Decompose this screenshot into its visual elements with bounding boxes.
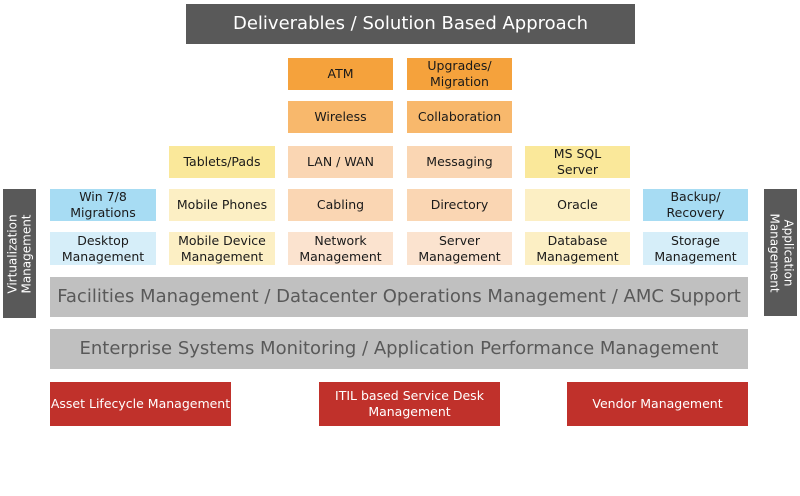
tablets-pads-box: Tablets/Pads <box>169 146 275 178</box>
wireless-box: Wireless <box>288 101 393 133</box>
lan-wan-box: LAN / WAN <box>288 146 393 178</box>
vendor-management-box: Vendor Management <box>567 382 748 426</box>
ms-sql-server-box: MS SQL Server <box>525 146 630 178</box>
upgrades-migration-box: Upgrades/ Migration <box>407 58 512 90</box>
facilities-management-bar: Facilities Management / Datacenter Opera… <box>50 277 748 317</box>
backup-recovery-box: Backup/ Recovery <box>643 189 748 221</box>
desktop-management-box: Desktop Management <box>50 232 156 265</box>
enterprise-monitoring-bar: Enterprise Systems Monitoring / Applicat… <box>50 329 748 369</box>
virtualization-management-label: Virtualization Management <box>3 189 36 318</box>
win-migrations-box: Win 7/8 Migrations <box>50 189 156 221</box>
network-management-box: Network Management <box>288 232 393 265</box>
diagram-title: Deliverables / Solution Based Approach <box>186 4 635 44</box>
collaboration-box: Collaboration <box>407 101 512 133</box>
directory-box: Directory <box>407 189 512 221</box>
database-management-box: Database Management <box>525 232 630 265</box>
cabling-box: Cabling <box>288 189 393 221</box>
atm-box: ATM <box>288 58 393 90</box>
itil-service-desk-box: ITIL based Service Desk Management <box>319 382 500 426</box>
mobile-device-management-box: Mobile Device Management <box>169 232 275 265</box>
application-management-label: Application Management <box>764 189 797 316</box>
server-management-box: Server Management <box>407 232 512 265</box>
storage-management-box: Storage Management <box>643 232 748 265</box>
messaging-box: Messaging <box>407 146 512 178</box>
mobile-phones-box: Mobile Phones <box>169 189 275 221</box>
oracle-box: Oracle <box>525 189 630 221</box>
asset-lifecycle-management-box: Asset Lifecycle Management <box>50 382 231 426</box>
